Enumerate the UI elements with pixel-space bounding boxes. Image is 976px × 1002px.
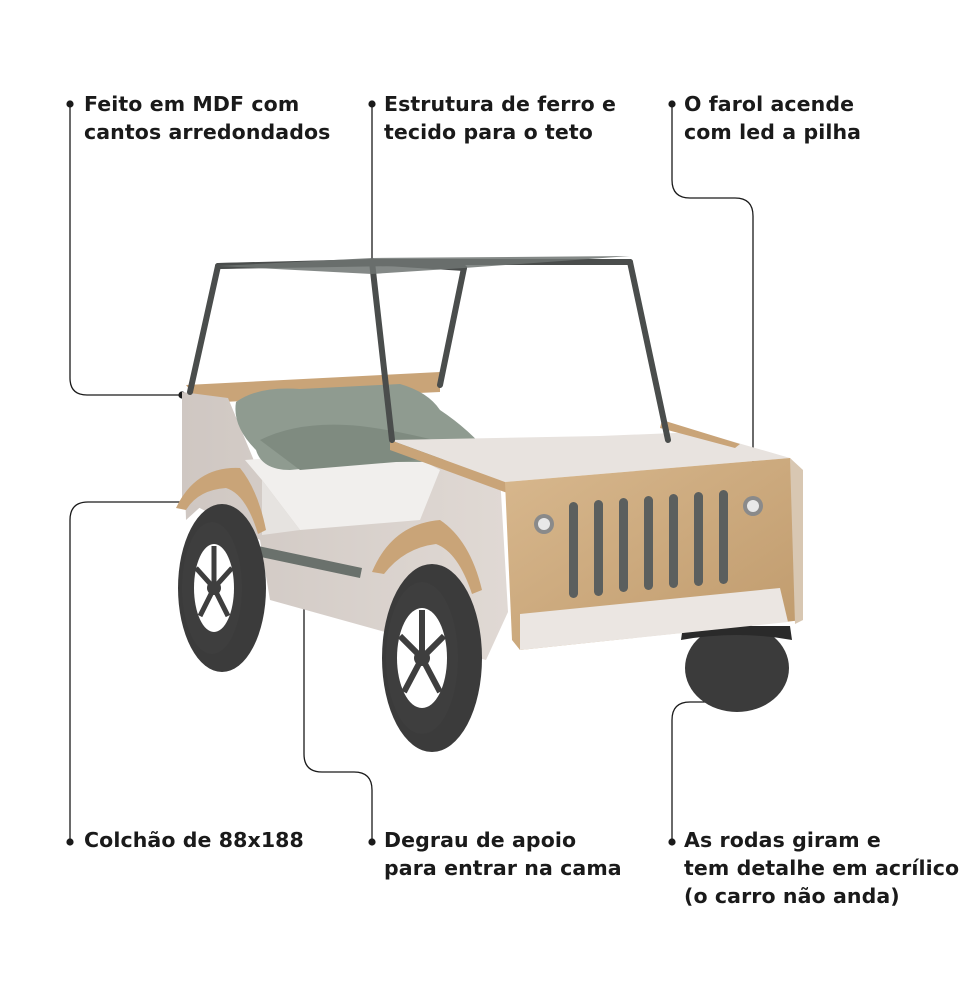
callout-estrutura: Estrutura de ferro e tecido para o teto xyxy=(384,90,616,146)
callout-rodas: As rodas giram e tem detalhe em acrílico… xyxy=(684,826,959,910)
callout-text: As rodas giram e xyxy=(684,828,881,852)
callout-text: para entrar na cama xyxy=(384,856,622,880)
leader-farol xyxy=(671,104,754,506)
bed-body xyxy=(176,372,803,660)
headlights xyxy=(534,496,763,534)
callout-text: cantos arredondados xyxy=(84,120,331,144)
step xyxy=(256,546,362,578)
callout-text: tecido para o teto xyxy=(384,120,593,144)
rear-left-wheel xyxy=(178,504,266,672)
callout-farol: O farol acende com led a pilha xyxy=(684,90,861,146)
grille-slots xyxy=(569,490,728,598)
callout-mdf: Feito em MDF com cantos arredondados xyxy=(84,90,330,146)
callout-text: O farol acende xyxy=(684,92,855,116)
leader-mdf xyxy=(69,104,182,396)
front-left-wheel xyxy=(382,564,482,752)
callout-text: Feito em MDF com xyxy=(84,92,300,116)
callout-text: Estrutura de ferro e xyxy=(384,92,617,116)
callout-text: (o carro não anda) xyxy=(684,884,900,908)
callout-text: com led a pilha xyxy=(684,120,862,144)
callout-leaders xyxy=(69,104,754,842)
callout-degrau: Degrau de apoio para entrar na cama xyxy=(384,826,622,882)
leader-rodas xyxy=(671,701,735,842)
callout-text: Colchão de 88x188 xyxy=(84,828,304,852)
front-fender xyxy=(372,520,482,594)
leader-colchao xyxy=(69,501,290,842)
callout-text: Degrau de apoio xyxy=(384,828,577,852)
callout-text: tem detalhe em acrílico xyxy=(684,856,960,880)
leader-degrau xyxy=(303,558,373,842)
roof-fabric xyxy=(218,256,630,274)
callout-colchao: Colchão de 88x188 xyxy=(84,826,304,854)
rear-fender xyxy=(176,467,266,534)
rear-right-wheel xyxy=(681,624,792,712)
